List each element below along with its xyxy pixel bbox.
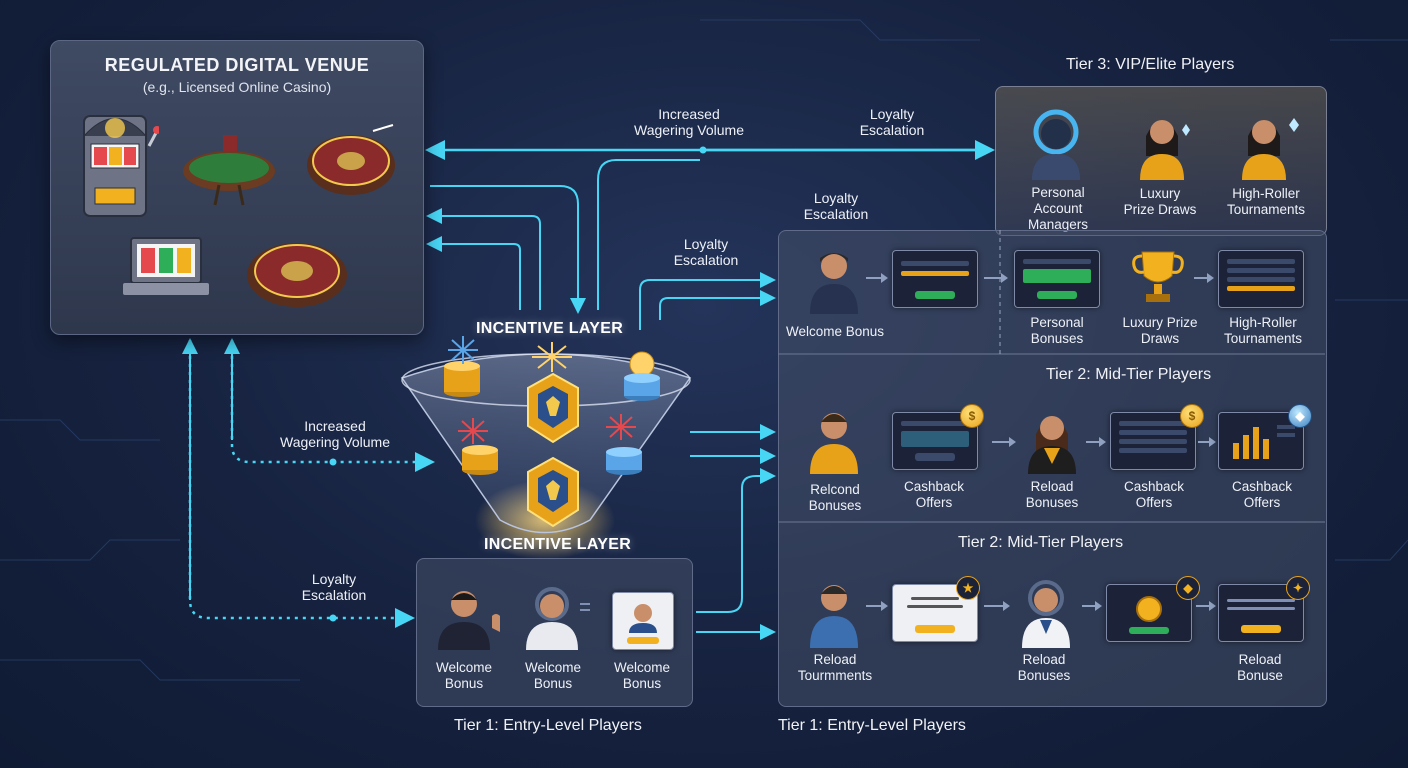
- tier2b-item-label: Reload Bonuse: [1237, 652, 1283, 683]
- arrow-icon: [984, 601, 1010, 611]
- tournament-leaderboard-card: [1218, 250, 1304, 308]
- sparkle-icon: [532, 342, 572, 372]
- player-avatar-icon: [810, 253, 858, 314]
- luxury-woman-avatar-icon: [1140, 120, 1190, 180]
- shield-badge-icon: [527, 372, 579, 444]
- diamond-badge-icon: ◆: [1288, 404, 1312, 428]
- account-manager-headset-icon: [1032, 109, 1080, 180]
- slot-machine-icon: [83, 115, 159, 217]
- tier3-item-label: Luxury Prize Draws: [1123, 186, 1197, 217]
- shield-badge-icon: [527, 456, 579, 528]
- coin-badge-icon: $: [1180, 404, 1204, 428]
- blue-coin-stack-icon: [624, 351, 660, 401]
- personal-bonus-card: [1014, 250, 1100, 308]
- row-top-item-label: Luxury Prize Draws: [1122, 315, 1198, 346]
- coin-stack-icon: [444, 361, 480, 397]
- arrow-icon: [984, 273, 1008, 283]
- flow-label-left-loyalty: Loyalty Escalation: [301, 571, 367, 603]
- venue-subtitle: (e.g., Licensed Online Casino): [142, 79, 332, 95]
- tier2-heading: Tier 2: Mid-Tier Players: [1046, 366, 1212, 383]
- tier3-item-label: Personal Account Managers: [1027, 185, 1089, 232]
- cashback-offer-card: [1110, 412, 1196, 470]
- poker-table-icon: [183, 135, 275, 206]
- regulated-venue-panel: REGULATED DIGITAL VENUE (e.g., Licensed …: [50, 40, 424, 335]
- row-top-item-label: Personal Bonuses: [1030, 315, 1084, 346]
- tier2-heading: Tier 2: Mid-Tier Players: [958, 534, 1124, 551]
- arrow-icon: [866, 273, 888, 283]
- diamond-badge-icon: ◆: [1176, 576, 1200, 600]
- high-roller-woman-avatar-icon: [1242, 118, 1299, 180]
- tier2a-item-label: Cashback Offers: [1231, 479, 1293, 510]
- player-dark-hoodie-icon: [438, 591, 500, 650]
- incentive-layer-label-top: INCENTIVE LAYER: [476, 320, 624, 337]
- tier2a-item-label: Relcond Bonuses: [808, 482, 862, 513]
- sparkle-icon: [606, 414, 636, 440]
- coin-stack-icon: [462, 445, 498, 475]
- tier-dividers: [778, 230, 1325, 523]
- sparkle-icon: [448, 336, 478, 364]
- tier1-heading: Tier 1: Entry-Level Players: [778, 717, 966, 734]
- sparkle-icon: [458, 418, 488, 444]
- roulette-wheel-icon: [307, 124, 395, 195]
- roulette-wheel-large-icon: [247, 243, 347, 307]
- player-yellow-hoodie-icon: [810, 413, 858, 474]
- tier3-item-label: High-Roller Tournaments: [1226, 186, 1306, 217]
- arrow-icon: [1198, 437, 1216, 447]
- venue-title: REGULATED DIGITAL VENUE: [104, 55, 370, 75]
- tier3-heading: Tier 3: VIP/Elite Players: [1066, 56, 1235, 73]
- tier1-item-label: Welcome Bonus: [524, 660, 582, 691]
- arrow-icon: [1082, 601, 1102, 611]
- tier1-item-label: Welcome Bonus: [613, 660, 671, 691]
- tier1-item-label: Welcome Bonus: [435, 660, 493, 691]
- player-blue-hoodie-icon: [810, 585, 858, 648]
- tier2a-item-label: Reload Bonuses: [1025, 479, 1079, 510]
- bonus-card: [892, 250, 978, 308]
- arrow-icon: [992, 437, 1016, 447]
- welcome-profile-card: [612, 592, 674, 650]
- tier2b-item-label: Reload Bonuses: [1017, 652, 1071, 683]
- arrow-icon: [1194, 273, 1214, 283]
- flow-label-left-wagering: Increased Wagering Volume: [280, 418, 390, 450]
- arrow-icon: [1196, 601, 1216, 611]
- tier2a-item-label: Cashback Offers: [1123, 479, 1185, 510]
- star-badge-icon: ★: [956, 576, 980, 600]
- incentive-layer-label-bottom: INCENTIVE LAYER: [484, 536, 632, 553]
- blue-coin-stack-icon: [606, 447, 642, 475]
- row-top-item-label: Welcome Bonus: [785, 324, 885, 339]
- arrow-icon: [1086, 437, 1106, 447]
- tier2a-item-label: Cashback Offers: [903, 479, 965, 510]
- trophy-icon: [1132, 251, 1184, 302]
- coin-badge-icon: $: [960, 404, 984, 428]
- tier2b-item-label: Reload Tourmments: [797, 652, 873, 683]
- flow-label-top-loyalty: Loyalty Escalation: [859, 106, 925, 138]
- player-headset-avatar-icon: [526, 587, 590, 650]
- player-woman-avatar-icon: [1028, 416, 1076, 474]
- flow-label-mid-loyalty-2: Loyalty Escalation: [673, 236, 739, 268]
- row-top-item-label: High-Roller Tournaments: [1223, 315, 1303, 346]
- flow-label-top-wagering: Increased Wagering Volume: [634, 106, 744, 138]
- player-headset-avatar-icon: [1022, 580, 1070, 648]
- laptop-slot-icon: [123, 237, 209, 295]
- cashback-chart-card: [1218, 412, 1304, 470]
- flow-label-mid-loyalty-1: Loyalty Escalation: [803, 190, 869, 222]
- tier1-heading: Tier 1: Entry-Level Players: [454, 717, 642, 734]
- key-badge-icon: ✦: [1286, 576, 1310, 600]
- arrow-icon: [866, 601, 888, 611]
